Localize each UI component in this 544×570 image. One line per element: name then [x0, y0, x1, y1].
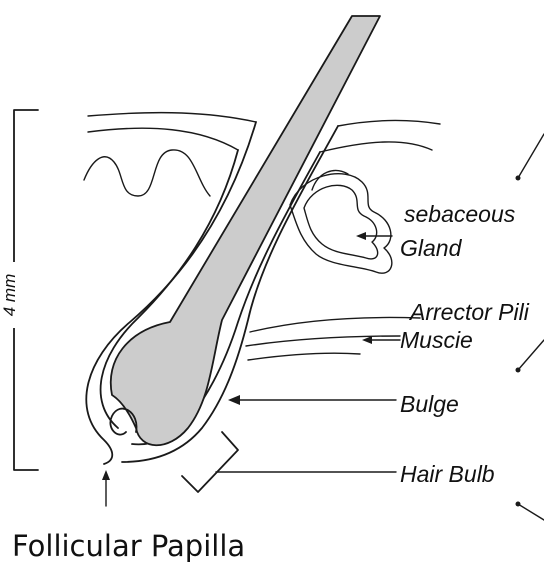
label-sebaceous: sebaceous: [404, 201, 516, 227]
leader-lines: [516, 134, 544, 520]
caption-follicular-papilla: Follicular Papilla: [12, 529, 245, 563]
label-gland: Gland: [400, 235, 463, 261]
label-hair-bulb: Hair Bulb: [400, 461, 495, 487]
hair-shaft: [111, 16, 380, 445]
skin-surface: [88, 113, 440, 152]
label-arrector-pili: Arrector Pili: [408, 299, 530, 325]
scale-label: 4 mm: [0, 274, 19, 317]
label-muscle: Muscie: [400, 327, 473, 353]
arrector-pili-muscle: [246, 318, 420, 360]
dermal-papillae: [84, 150, 210, 196]
label-bulge: Bulge: [400, 391, 459, 417]
